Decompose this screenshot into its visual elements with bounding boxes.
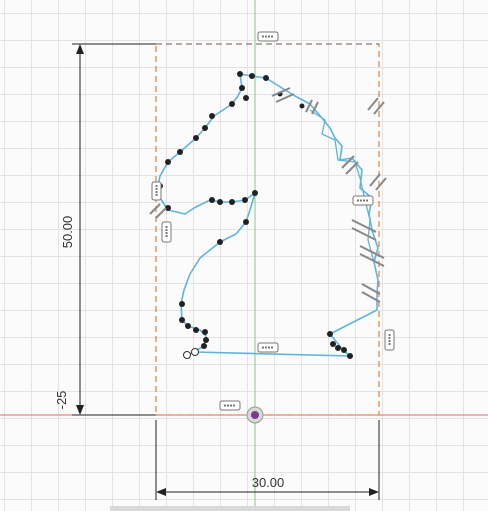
- parallel-constraint-icon[interactable]: [369, 173, 387, 191]
- height-dimension-label[interactable]: 50.00: [60, 216, 75, 249]
- parallel-constraint-icon[interactable]: [271, 87, 295, 103]
- parallel-constraint-icon[interactable]: [305, 99, 319, 115]
- parallel-constraint-icon[interactable]: [341, 155, 359, 175]
- bounding-rectangle[interactable]: [155, 43, 380, 416]
- parallel-constraint-icon[interactable]: [367, 97, 385, 115]
- horizontal-scrollbar[interactable]: [110, 506, 350, 511]
- horizontal-constraint-icon[interactable]: [352, 195, 374, 206]
- origin-point-icon[interactable]: [246, 406, 264, 424]
- width-dimension-label[interactable]: 30.00: [252, 475, 285, 490]
- parallel-constraint-icon[interactable]: [359, 245, 385, 267]
- height-dimension[interactable]: 50.00: [60, 43, 156, 416]
- parallel-constraint-icon[interactable]: [149, 203, 167, 219]
- parallel-constraint-icon[interactable]: [361, 283, 381, 303]
- horizontal-constraint-icon[interactable]: [257, 31, 279, 42]
- offset-dimension-label[interactable]: -25: [54, 391, 69, 410]
- horizontal-constraint-icon[interactable]: [219, 400, 241, 411]
- parallel-constraint-icon[interactable]: [351, 219, 377, 241]
- sketch-points[interactable]: [157, 71, 353, 359]
- width-dimension[interactable]: 30.00: [155, 420, 380, 500]
- vertical-constraint-icon[interactable]: [384, 329, 395, 351]
- mane-detail-curve[interactable]: [309, 109, 375, 263]
- knight-profile-curve[interactable]: [156, 73, 379, 357]
- vertical-constraint-icon[interactable]: [161, 221, 172, 243]
- end-point[interactable]: [191, 348, 199, 356]
- vertical-constraint-icon[interactable]: [151, 181, 162, 201]
- start-point[interactable]: [183, 351, 191, 359]
- horizontal-constraint-icon[interactable]: [257, 342, 279, 353]
